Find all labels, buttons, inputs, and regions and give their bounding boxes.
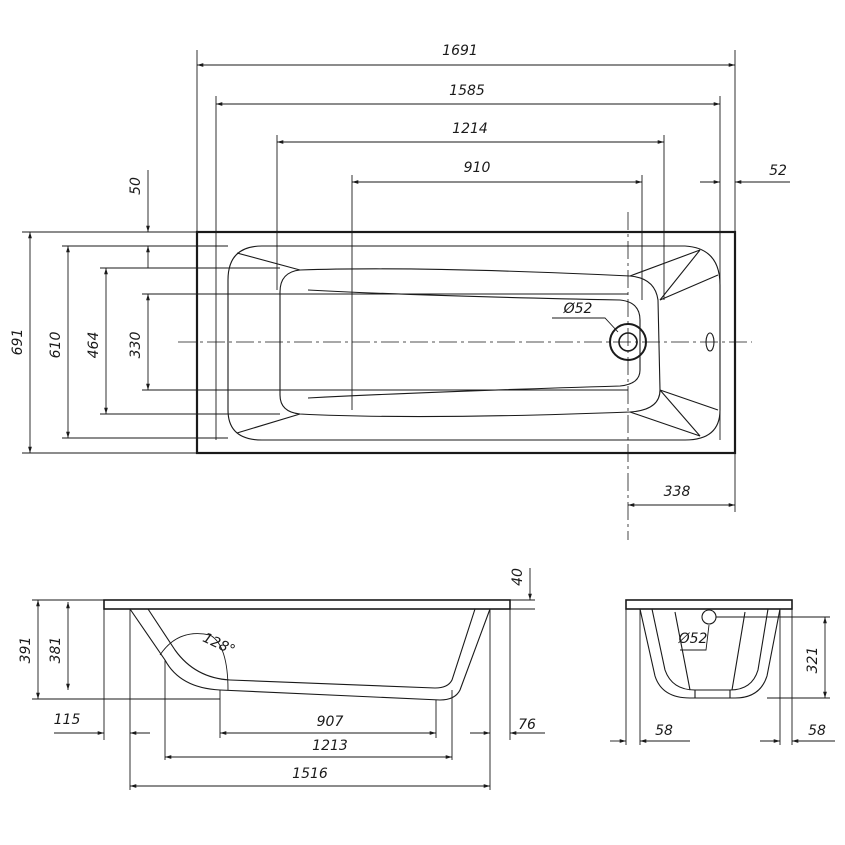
end-rim <box>625 599 793 610</box>
end-view: Ø52 321 58 58 <box>610 599 835 745</box>
tub-flat-bottom <box>307 289 641 399</box>
end-body-inner <box>651 608 769 691</box>
dim-base-length: 1516 <box>292 766 328 782</box>
top-view: 1691 1585 1214 910 52 50 691 610 464 330… <box>10 43 790 540</box>
end-foot-lines <box>694 690 731 698</box>
dim-drain-diameter: Ø52 <box>563 301 593 317</box>
dim-right-offset: 76 <box>518 717 536 733</box>
dim-flat-bottom-length-side: 907 <box>317 714 344 730</box>
bevel-line-bl <box>236 413 301 434</box>
drain-outer <box>609 323 647 361</box>
dim-flat-bottom-length: 910 <box>464 160 491 176</box>
dim-left-offset: 115 <box>54 712 81 728</box>
side-rim <box>103 599 511 610</box>
dim-overflow-diameter: Ø52 <box>678 631 708 647</box>
dim-rim-thickness: 40 <box>510 568 526 586</box>
bevel-lines-right <box>659 274 719 411</box>
dim-inner-depth: 381 <box>48 637 64 664</box>
dim-overall-height: 391 <box>18 637 34 664</box>
backrest-angle-arc <box>159 633 229 691</box>
drain-leader <box>552 317 619 333</box>
overflow-circle <box>701 609 717 625</box>
end-body-outline <box>639 608 781 699</box>
overflow-hole <box>705 332 715 352</box>
side-body-outline <box>129 608 491 701</box>
dim-end-left-offset: 58 <box>655 723 673 739</box>
bevel-line-tl <box>236 252 301 271</box>
dim-flat-bottom-width: 330 <box>128 332 144 359</box>
dim-inner-width: 610 <box>48 332 64 359</box>
tub-outer-rim <box>195 230 737 455</box>
dim-rim-right: 52 <box>769 163 787 179</box>
dim-bottom-length-side: 1213 <box>312 738 348 754</box>
side-body-inner <box>147 608 476 689</box>
dim-overflow-height: 321 <box>805 647 821 674</box>
overflow-leader <box>680 624 710 651</box>
bevel-line-bottom-right <box>629 411 701 437</box>
dimension-lines-horizontal <box>196 50 790 512</box>
dim-end-right-offset: 58 <box>808 723 826 739</box>
dim-overall-length: 1691 <box>442 43 478 59</box>
bevel-line-tr <box>659 249 701 301</box>
dim-bottom-width: 464 <box>86 332 102 359</box>
dim-inner-length: 1585 <box>449 83 485 99</box>
bevel-line-br <box>659 389 701 437</box>
dim-rim-top: 50 <box>128 177 144 195</box>
dim-bottom-length: 1214 <box>452 121 488 137</box>
end-inner-lines <box>674 611 746 691</box>
dimension-lines-vertical <box>22 170 628 454</box>
tub-inner-basin <box>227 245 721 441</box>
dim-drain-offset: 338 <box>664 484 691 500</box>
dim-overall-width: 691 <box>10 329 26 356</box>
side-view: 40 391 381 128° 115 76 907 1213 1516 <box>18 568 545 790</box>
drain-inner <box>618 332 638 352</box>
dim-backrest-angle: 128° <box>200 630 237 659</box>
